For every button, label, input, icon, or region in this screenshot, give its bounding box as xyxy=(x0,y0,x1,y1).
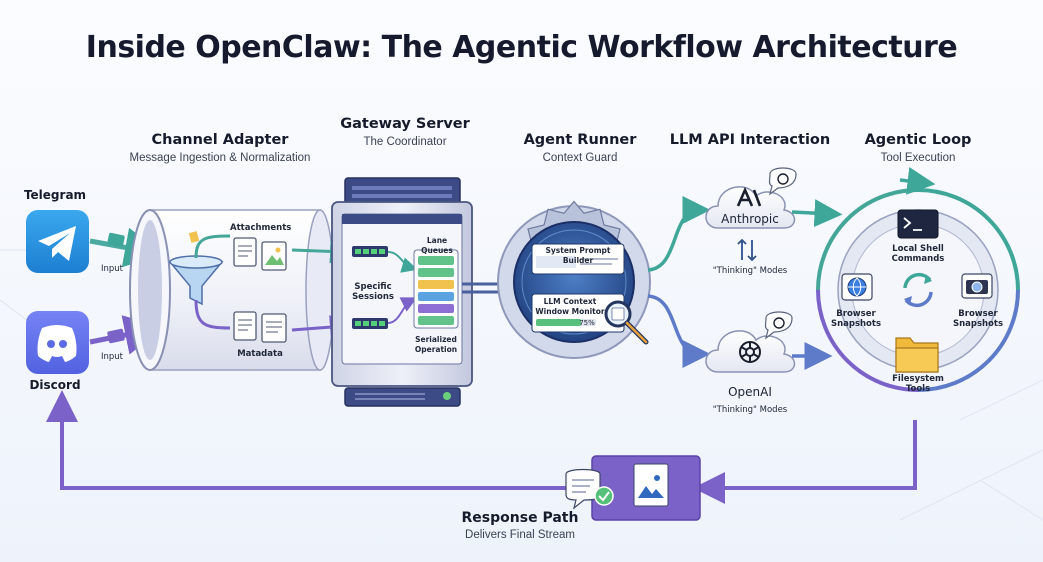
telegram-label: Telegram xyxy=(23,188,87,202)
input-label-discord: Input xyxy=(100,352,123,362)
agent-runner-title: Agent Runner xyxy=(523,132,637,148)
funnel-icon xyxy=(168,255,224,306)
folder-icon xyxy=(895,337,939,373)
file-chip-icon xyxy=(188,231,200,243)
channel-adapter-subtitle: Message Ingestion & Normalization xyxy=(129,152,311,164)
serialized-operation-label: Serialized Operation xyxy=(414,335,458,354)
chatgpt-badge-icon-2 xyxy=(764,311,793,340)
chat-bubble-icon xyxy=(565,468,614,510)
openai-cloud xyxy=(705,330,796,373)
lane-queues-label: Lane Queues xyxy=(421,236,453,255)
refresh-icon xyxy=(903,272,933,308)
llm-api-title: LLM API Interaction xyxy=(669,132,831,148)
anthropic-label: Anthropic xyxy=(721,212,779,226)
anthropic-cloud xyxy=(705,186,796,229)
agent-runner-subtitle: Context Guard xyxy=(542,152,618,164)
browser-snapshots-label-right: Browser Snapshots xyxy=(952,309,1004,329)
filesystem-tools-label: Filesystem Tools xyxy=(892,374,944,394)
gateway-server-subtitle: The Coordinator xyxy=(363,136,447,148)
response-path-subtitle: Delivers Final Stream xyxy=(465,529,575,541)
lane-queues xyxy=(413,249,459,329)
specific-sessions-label: Specific Sessions xyxy=(352,282,394,302)
context-window-monitor-label: LLM Context Window Monitor xyxy=(535,297,605,316)
openai-label: OpenAI xyxy=(728,385,772,399)
globe-icon xyxy=(841,273,873,301)
context-window-percent: 75% xyxy=(579,319,595,327)
attachments-icon xyxy=(233,237,287,271)
context-window-fill xyxy=(536,319,581,326)
camera-icon xyxy=(961,273,993,299)
thinking-toggle-icon xyxy=(737,238,757,262)
agentic-loop-gear xyxy=(816,167,1020,392)
diagram-title: Inside OpenClaw: The Agentic Workflow Ar… xyxy=(85,30,958,65)
anthropic-thinking-label: "Thinking" Modes xyxy=(712,266,788,276)
discord-label: Discord xyxy=(29,378,81,392)
input-label-telegram: Input xyxy=(100,264,123,274)
discord-icon xyxy=(26,311,89,374)
terminal-icon xyxy=(897,209,939,239)
browser-snapshots-label-left: Browser Snapshots xyxy=(830,309,882,329)
channel-adapter-cylinder xyxy=(129,209,335,371)
response-path-line xyxy=(46,390,917,504)
agentic-loop-subtitle: Tool Execution xyxy=(880,152,956,164)
attachments-label: Attachments xyxy=(230,223,292,233)
metadata-icon xyxy=(233,311,287,343)
metadata-label: Matadata xyxy=(237,349,283,359)
session-chips xyxy=(352,246,418,329)
telegram-icon xyxy=(26,210,89,273)
response-path-box xyxy=(591,455,701,521)
local-shell-label: Local Shell Commands xyxy=(891,244,945,264)
runner-llm-arrows xyxy=(647,196,711,368)
response-path-title: Response Path xyxy=(461,510,579,526)
gateway-server-title: Gateway Server xyxy=(340,116,470,132)
chatgpt-badge-icon xyxy=(768,167,797,196)
anthropic-logo-icon xyxy=(736,186,762,207)
channel-adapter-title: Channel Adapter xyxy=(151,132,289,148)
system-prompt-builder-label: System Prompt Builder xyxy=(545,246,611,265)
openai-thinking-label: "Thinking" Modes xyxy=(712,405,788,415)
llm-loop-arrows xyxy=(791,199,843,370)
agent-runner-icon xyxy=(497,200,651,359)
openai-logo-icon xyxy=(739,341,761,363)
agentic-loop-title: Agentic Loop xyxy=(864,132,972,148)
